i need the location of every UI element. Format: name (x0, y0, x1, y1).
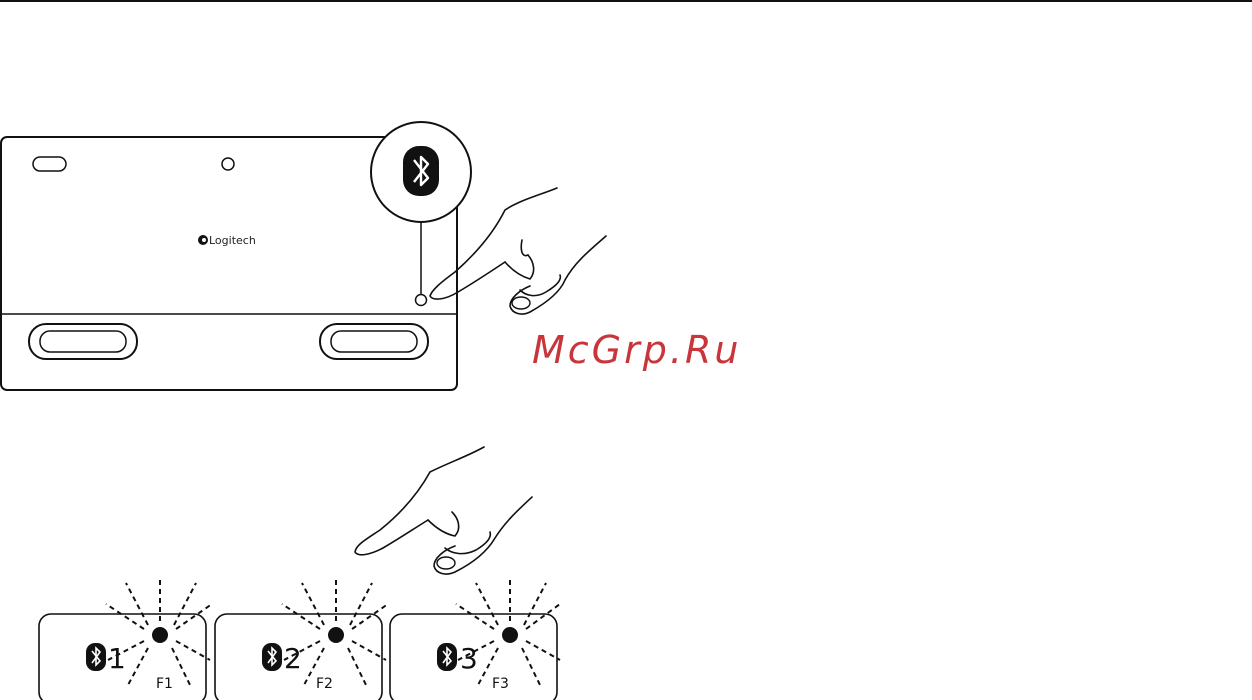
bluetooth-icon (437, 643, 457, 671)
bluetooth-icon (262, 643, 282, 671)
hand-pointer-icon (355, 447, 532, 574)
f3-key-number: 3 (460, 642, 478, 675)
f1-key-label: F1 (156, 676, 173, 692)
logitech-logo-icon (198, 235, 208, 245)
watermark: McGrp.Ru (532, 328, 741, 372)
bluetooth-icon (86, 643, 106, 671)
f1-key-number: 1 (108, 642, 126, 675)
f2-key-number: 2 (284, 642, 302, 675)
bluetooth-icon (403, 146, 439, 196)
logitech-logo-text: Logitech (209, 234, 256, 247)
f2-key-label: F2 (316, 676, 333, 692)
f3-key-label: F3 (492, 676, 509, 692)
